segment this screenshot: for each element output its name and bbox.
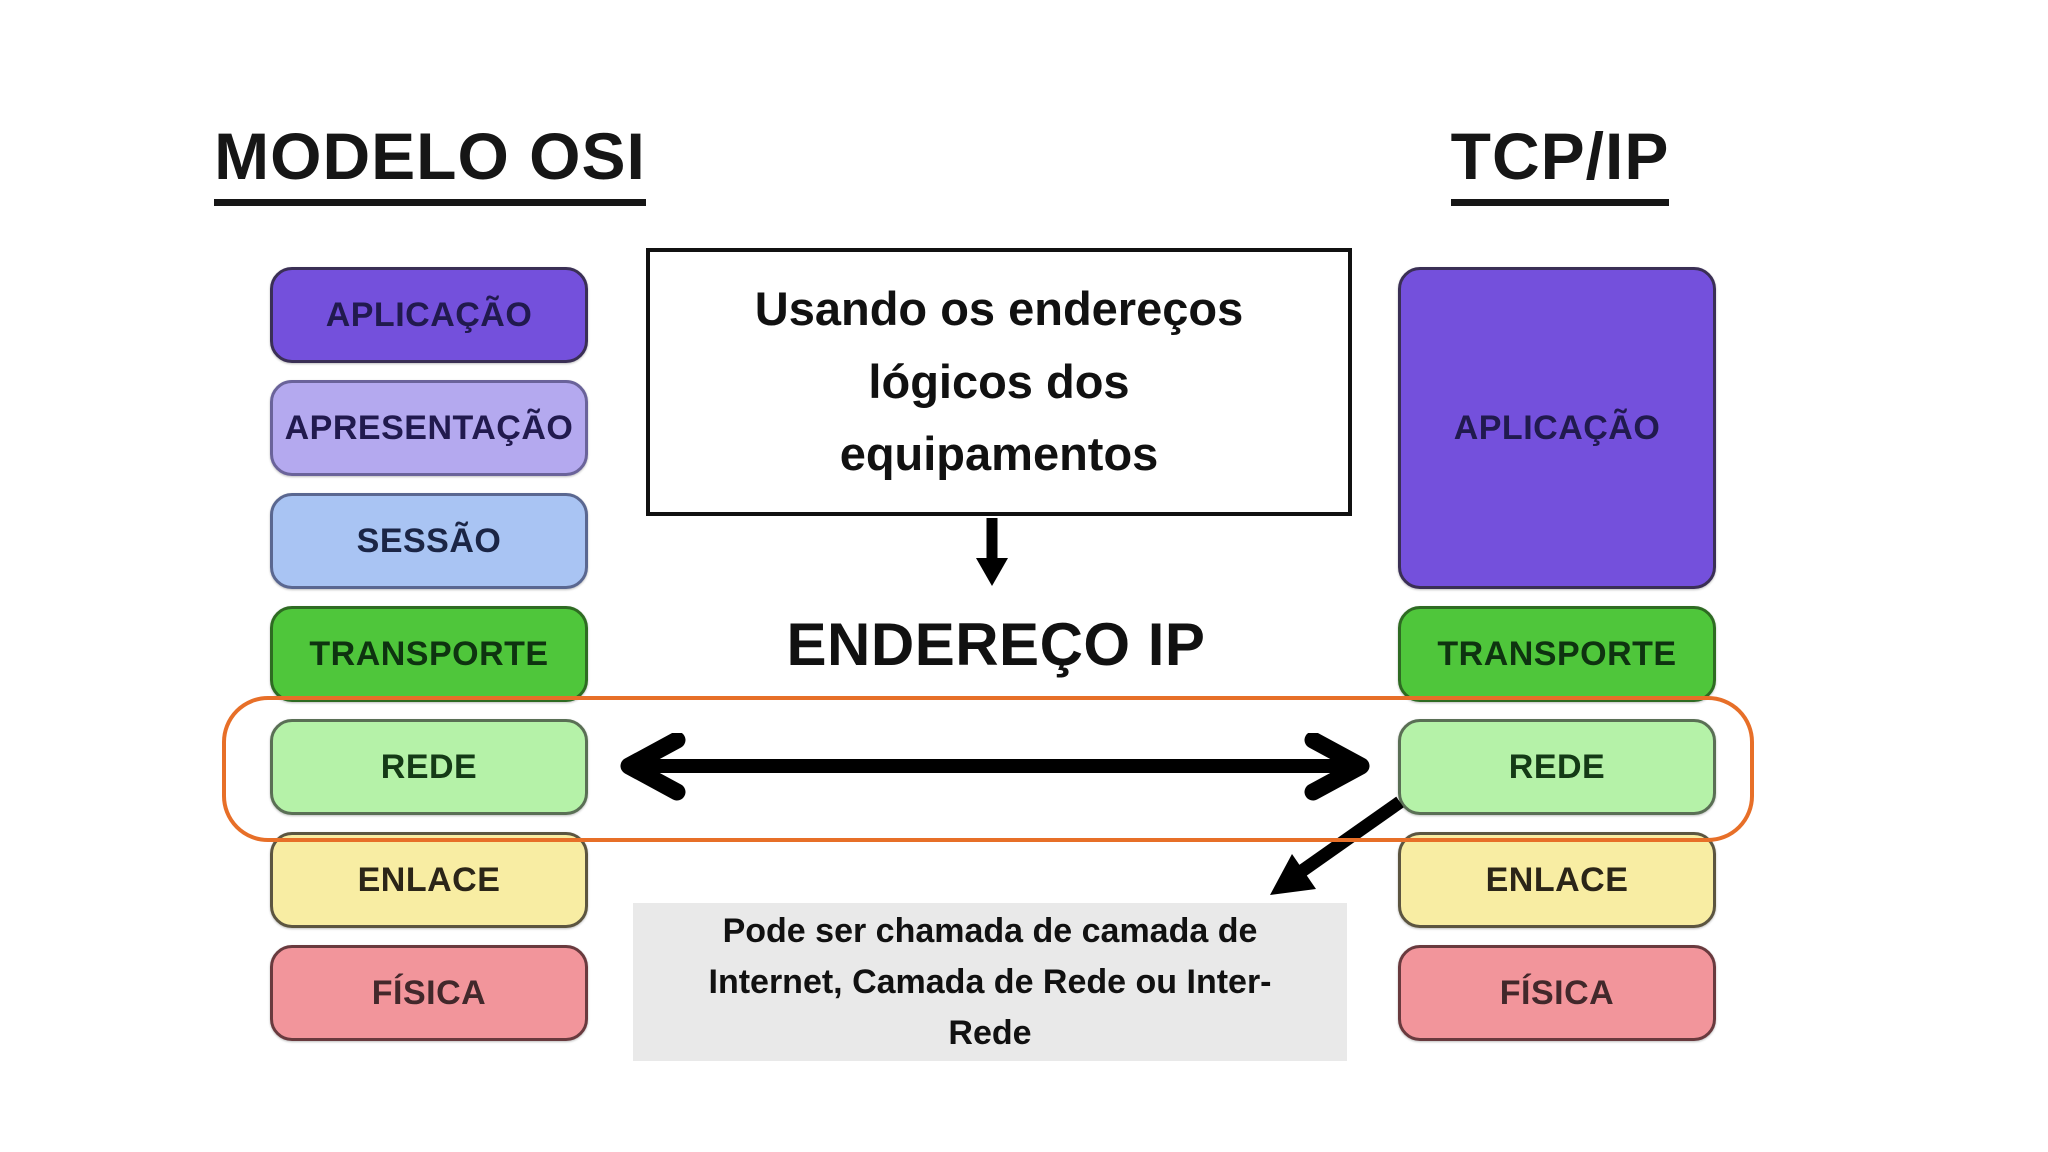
tcpip-layer-box: FÍSICA bbox=[1398, 945, 1716, 1041]
down-arrow-icon bbox=[976, 518, 1008, 586]
layer-label: TRANSPORTE bbox=[1437, 634, 1677, 673]
internet-layer-note-box: Pode ser chamada de camada de Internet, C… bbox=[633, 903, 1347, 1061]
tcpip-layer-box: REDE bbox=[1398, 719, 1716, 815]
tcpip-title: TCP/IP bbox=[1450, 121, 1670, 207]
tcpip-layer-column: APLICAÇÃO TRANSPORTE REDE ENLACE FÍSICA bbox=[1398, 267, 1716, 1041]
layer-label: REDE bbox=[1508, 747, 1606, 786]
osi-layer-column: APLICAÇÃO APRESENTAÇÃO SESSÃO TRANSPORTE… bbox=[270, 267, 588, 1041]
rede-row-highlight-outline bbox=[222, 696, 1754, 842]
osi-layer-box: SESSÃO bbox=[270, 493, 588, 589]
tcpip-layer-box: ENLACE bbox=[1398, 832, 1716, 928]
layer-label: SESSÃO bbox=[356, 521, 502, 560]
note-line: Pode ser chamada de camada de bbox=[722, 911, 1258, 950]
layer-label: FÍSICA bbox=[371, 973, 487, 1012]
osi-layer-box: FÍSICA bbox=[270, 945, 588, 1041]
note-line: lógicos dos bbox=[868, 354, 1130, 408]
tcpip-title-container: TCP/IP bbox=[1380, 121, 1740, 207]
osi-layer-box: APRESENTAÇÃO bbox=[270, 380, 588, 476]
double-headed-arrow-icon bbox=[620, 733, 1370, 801]
layer-label: APLICAÇÃO bbox=[1453, 408, 1661, 447]
osi-layer-box: APLICAÇÃO bbox=[270, 267, 588, 363]
layer-label: REDE bbox=[380, 747, 478, 786]
note-line: Internet, Camada de Rede ou Inter- bbox=[708, 962, 1272, 1001]
osi-title-container: MODELO OSI bbox=[150, 121, 710, 207]
ip-address-label: ENDEREÇO IP bbox=[786, 611, 1206, 678]
osi-layer-box: TRANSPORTE bbox=[270, 606, 588, 702]
logical-address-note-box: Usando os endereços lógicos dos equipament… bbox=[646, 248, 1352, 516]
note-line: Usando os endereços bbox=[754, 281, 1244, 335]
note-line: Rede bbox=[948, 1013, 1032, 1052]
osi-layer-box: ENLACE bbox=[270, 832, 588, 928]
note-line: equipamentos bbox=[839, 427, 1159, 481]
layer-label: FÍSICA bbox=[1499, 973, 1615, 1012]
layer-label: ENLACE bbox=[1485, 860, 1629, 899]
tcpip-layer-box: TRANSPORTE bbox=[1398, 606, 1716, 702]
osi-model-title: MODELO OSI bbox=[214, 121, 646, 207]
osi-layer-box: REDE bbox=[270, 719, 588, 815]
layer-label: APRESENTAÇÃO bbox=[284, 408, 574, 447]
tcpip-layer-box: APLICAÇÃO bbox=[1398, 267, 1716, 589]
layer-label: ENLACE bbox=[357, 860, 501, 899]
layer-label: APLICAÇÃO bbox=[325, 295, 533, 334]
layer-label: TRANSPORTE bbox=[309, 634, 549, 673]
